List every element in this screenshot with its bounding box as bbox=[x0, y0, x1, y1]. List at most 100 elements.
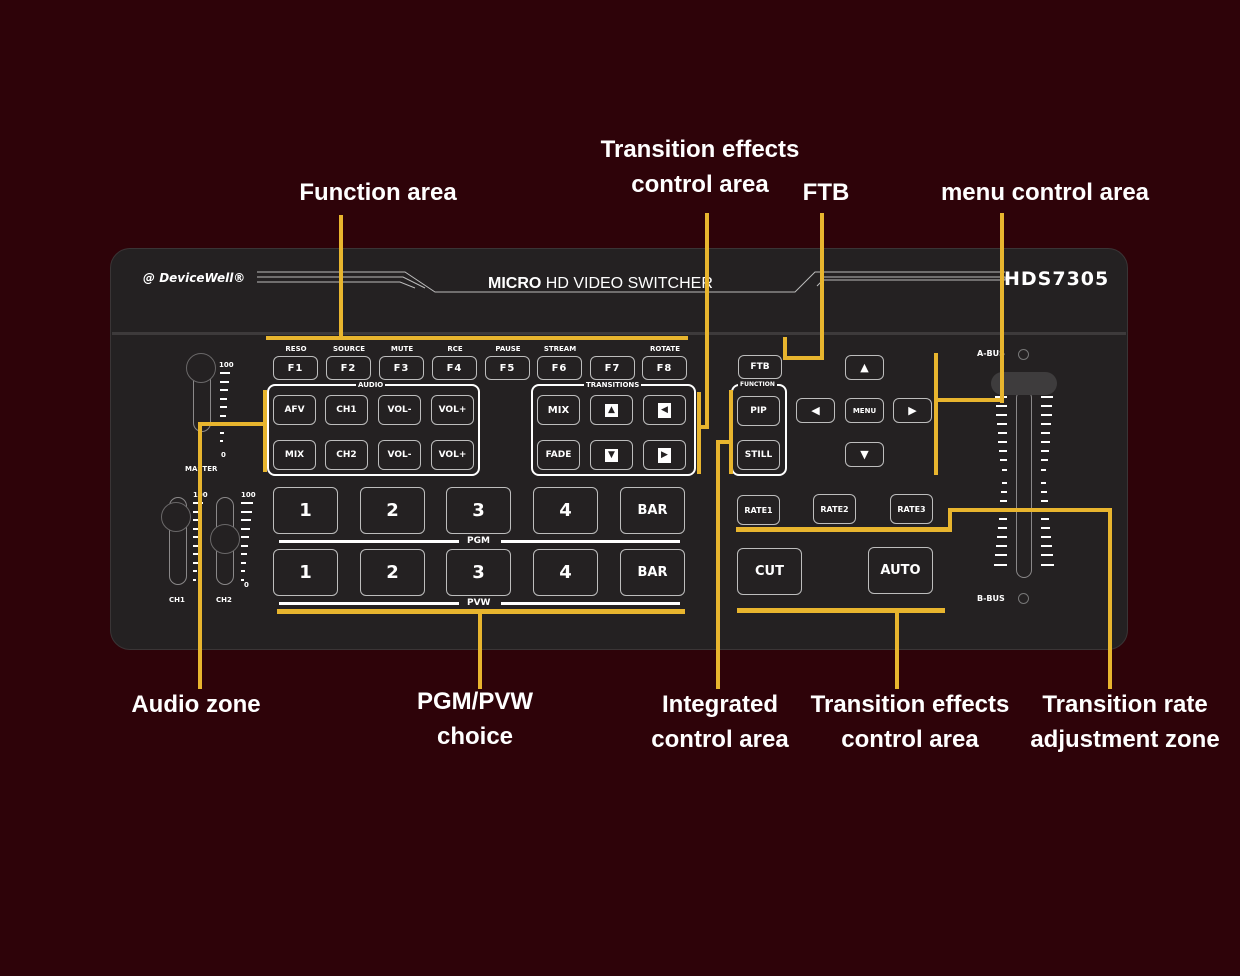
audio-button[interactable]: CH1 bbox=[325, 395, 368, 425]
fader-tick bbox=[193, 553, 198, 555]
fader-tick bbox=[241, 578, 244, 581]
function-key-f6[interactable]: F6 bbox=[537, 356, 582, 380]
a-bus-led bbox=[1018, 349, 1029, 360]
fader-tick bbox=[220, 397, 227, 400]
pvw-button-1[interactable]: 1 bbox=[273, 549, 338, 596]
label-menu-control-area: menu control area bbox=[940, 179, 1150, 206]
fader-tick bbox=[220, 380, 229, 383]
fader-tick bbox=[241, 544, 248, 547]
menu-right-button[interactable]: ▶ bbox=[893, 398, 932, 423]
tbar-tick bbox=[1041, 469, 1046, 471]
tbar-tick bbox=[1041, 432, 1050, 434]
tbar-tick bbox=[1041, 518, 1049, 520]
tbar-tick bbox=[999, 518, 1007, 520]
transition-fade-button[interactable]: FADE bbox=[537, 440, 580, 470]
callout-transition-top bbox=[705, 213, 709, 428]
pvw-button-4[interactable]: 4 bbox=[533, 549, 598, 596]
menu-button[interactable]: MENU bbox=[845, 398, 884, 423]
callout-rate-top bbox=[948, 508, 1112, 512]
pgm-button-1[interactable]: 1 bbox=[273, 487, 338, 534]
ch2-label: CH2 bbox=[216, 596, 232, 604]
tbar-tick bbox=[1041, 441, 1050, 443]
fader-tick bbox=[241, 519, 251, 521]
pgm-line-right bbox=[501, 540, 680, 543]
callout-pgm-pvw bbox=[478, 609, 482, 689]
callout-integrated-h bbox=[716, 440, 731, 444]
ch2-min-label: 0 bbox=[244, 581, 249, 589]
tbar-tick bbox=[1041, 554, 1053, 556]
pvw-button-bar[interactable]: BAR bbox=[620, 549, 685, 596]
callout-ftb-h bbox=[786, 356, 824, 360]
label-function-area: Function area bbox=[299, 179, 457, 206]
ch1-fader-knob[interactable] bbox=[161, 502, 191, 532]
master-fader-knob[interactable] bbox=[186, 353, 216, 383]
pgm-button-4[interactable]: 4 bbox=[533, 487, 598, 534]
pvw-button-2[interactable]: 2 bbox=[360, 549, 425, 596]
function-key-f8[interactable]: F8 bbox=[642, 356, 687, 380]
audio-button[interactable]: VOL- bbox=[378, 395, 421, 425]
callout-audio-bracket bbox=[263, 390, 267, 472]
function-key-f1[interactable]: F1 bbox=[273, 356, 318, 380]
callout-transition-top-h bbox=[697, 425, 709, 429]
audio-button[interactable]: VOL- bbox=[378, 440, 421, 470]
wipe-left-button[interactable]: ◀ bbox=[643, 395, 686, 425]
tbar-tick bbox=[1041, 491, 1047, 493]
pip-button[interactable]: PIP bbox=[737, 396, 780, 426]
pgm-button-3[interactable]: 3 bbox=[446, 487, 511, 534]
tbar-tick bbox=[1001, 491, 1007, 493]
audio-button[interactable]: VOL+ bbox=[431, 395, 474, 425]
fader-tick bbox=[193, 510, 202, 513]
model-number: HDS7305 bbox=[1004, 268, 1110, 290]
function-key-f7[interactable]: F7 bbox=[590, 356, 635, 380]
label-pgm-pvw-2: choice bbox=[436, 723, 514, 750]
ftb-button[interactable]: FTB bbox=[738, 355, 782, 379]
fader-tick bbox=[220, 414, 226, 417]
fader-tick bbox=[241, 570, 245, 572]
tbar-tick bbox=[1041, 564, 1054, 566]
pgm-button-bar[interactable]: BAR bbox=[620, 487, 685, 534]
label-transition-effects-top-2: control area bbox=[631, 171, 769, 198]
wipe-right-button[interactable]: ▶ bbox=[643, 440, 686, 470]
wipe-down-button[interactable]: ▼ bbox=[590, 440, 633, 470]
function-key-f4[interactable]: F4 bbox=[432, 356, 477, 380]
label-audio-zone: Audio zone bbox=[131, 691, 261, 718]
audio-button[interactable]: CH2 bbox=[325, 440, 368, 470]
callout-integrated-bracket bbox=[729, 390, 733, 474]
ch2-fader-knob[interactable] bbox=[210, 524, 240, 554]
tbar-tick bbox=[998, 432, 1007, 434]
cut-button[interactable]: CUT bbox=[737, 548, 802, 595]
menu-up-button[interactable]: ▲ bbox=[845, 355, 884, 380]
master-max-label: 100 bbox=[219, 361, 234, 369]
audio-button[interactable]: AFV bbox=[273, 395, 316, 425]
callout-menu-h bbox=[936, 398, 1004, 402]
wipe-up-icon: ▲ bbox=[605, 403, 618, 417]
rate1-button[interactable]: RATE1 bbox=[737, 495, 780, 525]
rate3-button[interactable]: RATE3 bbox=[890, 494, 933, 524]
pgm-button-2[interactable]: 2 bbox=[360, 487, 425, 534]
audio-button[interactable]: VOL+ bbox=[431, 440, 474, 470]
tbar-tick bbox=[1000, 459, 1007, 461]
menu-left-button[interactable]: ◀ bbox=[796, 398, 835, 423]
function-key-label: SOURCE bbox=[333, 345, 365, 353]
ch1-fader-track[interactable] bbox=[169, 497, 187, 585]
menu-down-button[interactable]: ▼ bbox=[845, 442, 884, 467]
function-key-f5[interactable]: F5 bbox=[485, 356, 530, 380]
auto-button[interactable]: AUTO bbox=[868, 547, 933, 594]
pvw-button-3[interactable]: 3 bbox=[446, 549, 511, 596]
tbar-track[interactable] bbox=[1016, 390, 1032, 578]
tbar-handle[interactable] bbox=[991, 372, 1057, 395]
label-transition-rate-2: adjustment zone bbox=[1030, 726, 1220, 753]
wipe-up-button[interactable]: ▲ bbox=[590, 395, 633, 425]
callout-transition-bottom bbox=[895, 610, 899, 689]
brand-name: DeviceWell® bbox=[159, 271, 246, 285]
function-key-f2[interactable]: F2 bbox=[326, 356, 371, 380]
transition-mix-button[interactable]: MIX bbox=[537, 395, 580, 425]
audio-button[interactable]: MIX bbox=[273, 440, 316, 470]
callout-rate bbox=[1108, 508, 1112, 689]
still-button[interactable]: STILL bbox=[737, 440, 780, 470]
callout-ftb-v bbox=[783, 337, 787, 360]
callout-transition-top-bracket bbox=[697, 392, 701, 474]
rate2-button[interactable]: RATE2 bbox=[813, 494, 856, 524]
function-key-f3[interactable]: F3 bbox=[379, 356, 424, 380]
fader-tick bbox=[241, 527, 250, 530]
